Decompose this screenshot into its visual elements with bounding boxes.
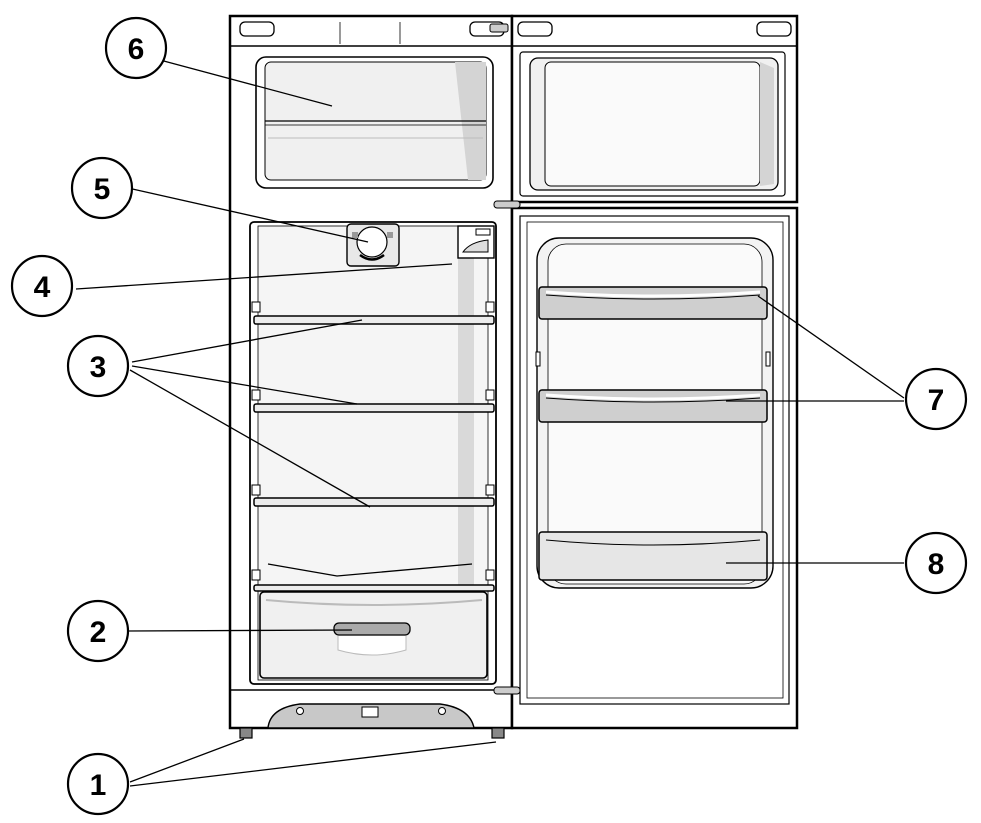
interior-light <box>457 225 495 259</box>
freezer-door <box>510 14 799 204</box>
callout-circle-2 <box>66 599 130 663</box>
leader-2 <box>127 629 353 632</box>
glass-shelf-2 <box>253 403 495 413</box>
door-balcony-1 <box>538 286 768 320</box>
callout-7: 7 <box>928 384 945 417</box>
crisper-drawer <box>259 591 488 679</box>
leader-3b <box>131 365 358 405</box>
leader-lines <box>75 59 905 787</box>
glass-shelf-crisper-cover <box>253 584 495 592</box>
leader-3c <box>129 369 371 508</box>
callout-6: 6 <box>128 33 145 66</box>
leader-7a <box>757 295 905 399</box>
leader-3d <box>267 563 473 577</box>
glass-shelf-1 <box>253 315 495 325</box>
fridge-door <box>510 206 799 730</box>
door-balconies <box>538 286 768 423</box>
callout-1: 1 <box>90 769 107 802</box>
base-plinth <box>267 703 475 729</box>
callout-circle-4 <box>10 254 74 318</box>
leader-6 <box>159 59 333 107</box>
callout-numbers: 6 5 4 3 2 1 7 8 <box>34 33 945 802</box>
callout-5: 5 <box>94 173 111 206</box>
callout-circle-1 <box>66 752 130 816</box>
glass-shelf-3 <box>253 497 495 507</box>
callout-circle-7 <box>904 367 968 431</box>
door-balcony-2 <box>538 389 768 423</box>
leader-1b <box>129 741 497 787</box>
callout-circle-6 <box>104 16 168 80</box>
leader-1a <box>129 738 245 783</box>
callouts <box>10 16 968 816</box>
shelf-supports-right <box>485 301 495 581</box>
leader-3a <box>131 319 363 363</box>
callout-circle-8 <box>904 531 968 595</box>
callout-8: 8 <box>928 548 945 581</box>
leader-4 <box>75 263 453 290</box>
bottle-shelf <box>538 531 768 581</box>
leader-5 <box>127 187 369 243</box>
glass-shelves <box>253 315 495 592</box>
callout-circle-3 <box>66 334 130 398</box>
callout-circle-5 <box>70 156 134 220</box>
callout-2: 2 <box>90 616 107 649</box>
adjustable-feet <box>239 727 505 739</box>
thermostat-knob <box>346 223 400 267</box>
callout-3: 3 <box>90 351 107 384</box>
callout-4: 4 <box>34 271 51 304</box>
door-hinges <box>489 23 521 695</box>
freezer-compartment <box>255 56 494 189</box>
shelf-supports-left <box>251 301 261 581</box>
